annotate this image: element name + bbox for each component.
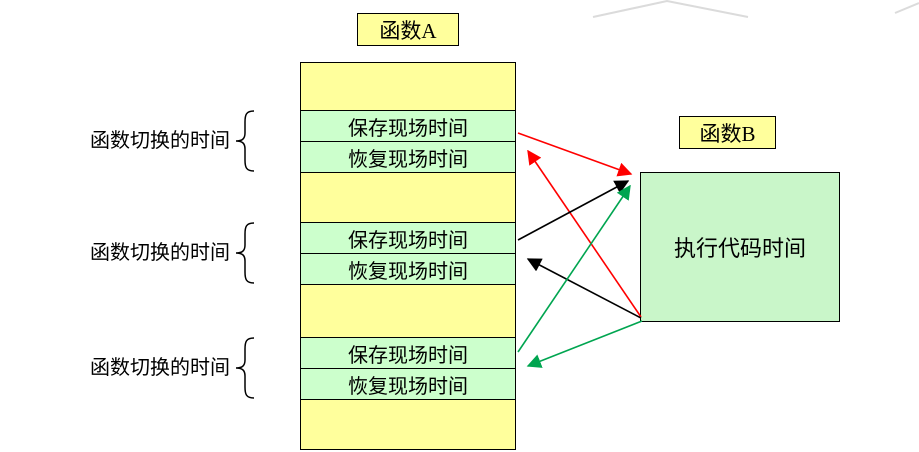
restore-context-box-2: 恢复现场时间 [300, 253, 516, 285]
execute-code-box: 执行代码时间 [640, 172, 840, 322]
switch-time-label-2: 函数切换的时间 [90, 242, 230, 264]
arrow-save1-to-b [517, 132, 633, 177]
restore-context-box-1: 恢复现场时间 [300, 141, 516, 173]
watermark-line-2 [894, 2, 919, 14]
save-context-box-1: 保存现场时间 [300, 110, 516, 142]
arrow-save3-to-b [517, 184, 631, 353]
save-context-box-3: 保存现场时间 [300, 337, 516, 369]
arrow-b-to-restore3 [526, 320, 643, 368]
save-context-box-2: 保存现场时间 [300, 222, 516, 254]
switch-time-label-1: 函数切换的时间 [90, 130, 230, 152]
arrow-b-to-restore2 [526, 258, 642, 319]
brace-path [235, 110, 255, 172]
left-brace-icon [235, 222, 255, 284]
function-b-label: 函数B [679, 116, 776, 149]
left-brace-icon [235, 337, 255, 399]
brace-path [235, 337, 255, 399]
function-a-label: 函数A [357, 13, 459, 46]
switch-time-group-2: 函数切换的时间 [78, 222, 300, 284]
switch-time-group-1: 函数切换的时间 [78, 110, 300, 172]
brace-path [235, 222, 255, 284]
restore-context-box-3: 恢复现场时间 [300, 368, 516, 400]
watermark-lines [592, 0, 749, 18]
arrow-b-to-restore1 [527, 149, 642, 318]
switch-time-group-3: 函数切换的时间 [78, 337, 300, 399]
switch-time-label-3: 函数切换的时间 [90, 357, 230, 379]
arrow-save2-to-b [517, 180, 630, 241]
left-brace-icon [235, 110, 255, 172]
